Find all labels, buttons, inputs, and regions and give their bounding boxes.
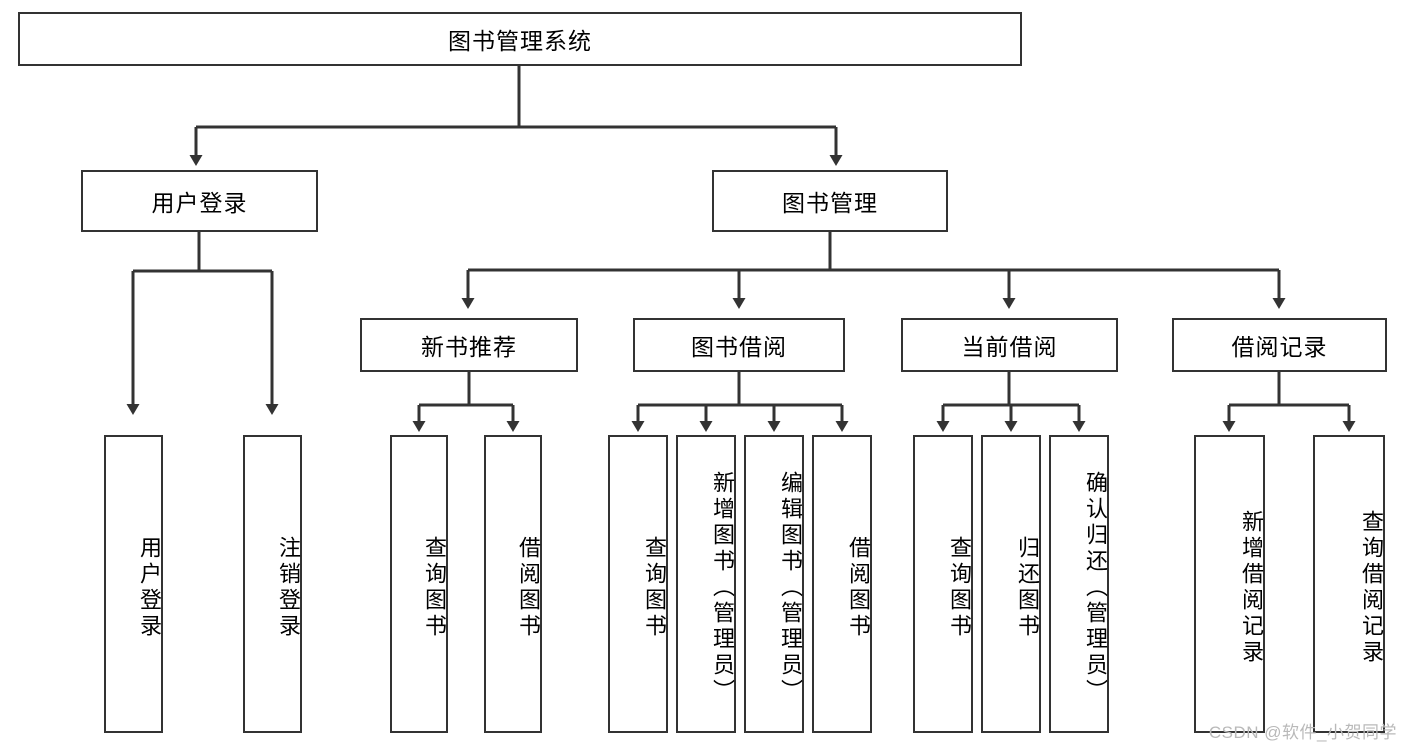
node-book-borrow[interactable]: 图书借阅 [633, 318, 845, 372]
leaf-borrow-book-recommend[interactable]: 借阅图书 [484, 435, 542, 733]
node-new-book-recommend[interactable]: 新书推荐 [360, 318, 578, 372]
leaf-borrow-book-borrow[interactable]: 借阅图书 [812, 435, 872, 733]
leaf-query-book-borrow[interactable]: 查询图书 [608, 435, 668, 733]
leaf-return-book[interactable]: 归还图书 [981, 435, 1041, 733]
leaf-add-book-admin[interactable]: 新增图书（管理员） [676, 435, 736, 733]
node-book-management[interactable]: 图书管理 [712, 170, 948, 232]
csdn-watermark: CSDN @软件_小贺同学 [1208, 723, 1397, 742]
node-user-login[interactable]: 用户登录 [81, 170, 318, 232]
leaf-query-borrow-record[interactable]: 查询借阅记录 [1313, 435, 1385, 733]
leaf-add-borrow-record[interactable]: 新增借阅记录 [1194, 435, 1265, 733]
node-root-title[interactable]: 图书管理系统 [18, 12, 1022, 66]
leaf-logout-login[interactable]: 注销登录 [243, 435, 302, 733]
leaf-user-login[interactable]: 用户登录 [104, 435, 163, 733]
leaf-confirm-return-admin[interactable]: 确认归还（管理员） [1049, 435, 1109, 733]
leaf-edit-book-admin[interactable]: 编辑图书（管理员） [744, 435, 804, 733]
leaf-query-book-recommend[interactable]: 查询图书 [390, 435, 448, 733]
node-borrow-record[interactable]: 借阅记录 [1172, 318, 1387, 372]
node-current-borrow[interactable]: 当前借阅 [901, 318, 1118, 372]
leaf-query-book-current[interactable]: 查询图书 [913, 435, 973, 733]
